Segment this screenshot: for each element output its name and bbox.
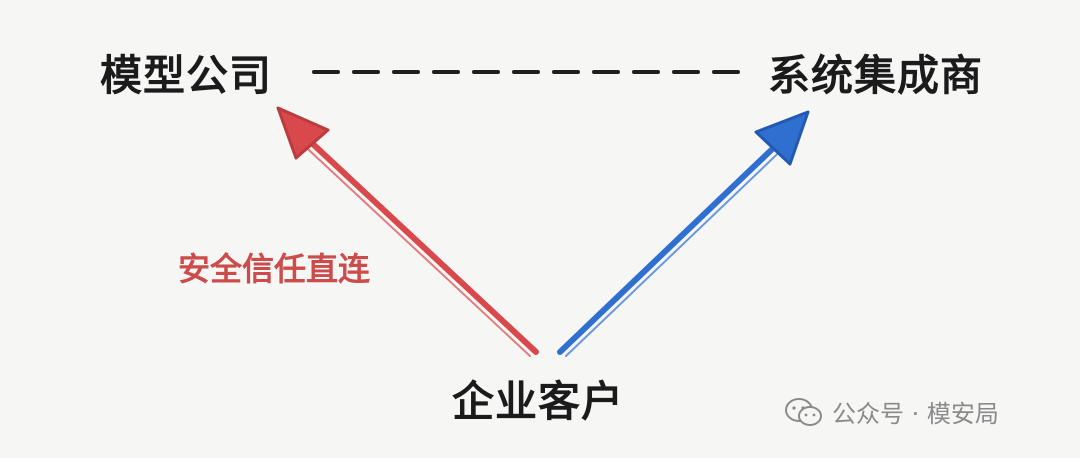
watermark-text: 公众号 · 模安局 — [832, 400, 999, 428]
wechat-icon — [785, 397, 822, 426]
node-model-company: 模型公司 — [100, 51, 273, 100]
node-system-integrator: 系统集成商 — [768, 51, 984, 100]
node-enterprise-customer: 企业客户 — [452, 377, 625, 426]
red-arrow — [276, 106, 539, 357]
edge-label-secure-trust: 安全信任直连 — [178, 250, 371, 288]
blue-arrow — [557, 110, 810, 357]
watermark: 公众号 · 模安局 — [784, 394, 999, 429]
